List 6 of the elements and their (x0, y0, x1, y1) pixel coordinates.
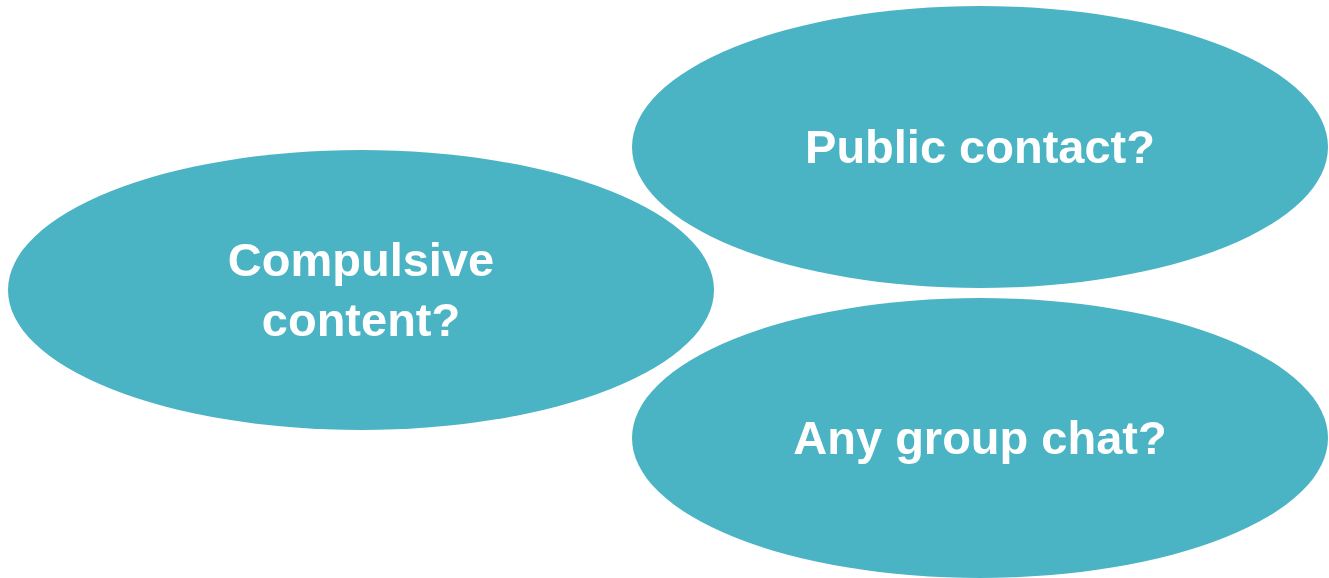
ellipse-node (632, 298, 1328, 578)
node-label: Compulsive content? (226, 232, 496, 348)
node-label: Public contact? (805, 119, 1155, 175)
ellipse-node (632, 6, 1328, 288)
node-label: Any group chat? (793, 410, 1167, 466)
ellipse-node (8, 150, 714, 430)
